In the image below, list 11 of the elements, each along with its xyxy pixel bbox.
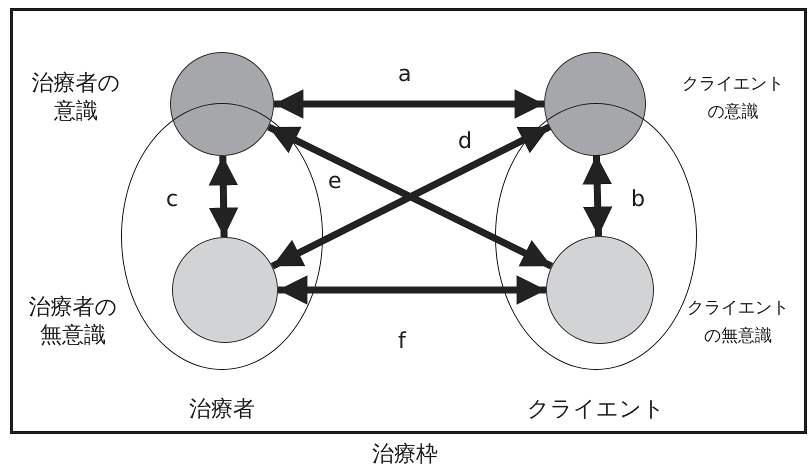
node-label: 治療者 [188,396,256,424]
node-label: クライエント [526,396,666,424]
node-label: 治療者の意識 [30,70,122,126]
node-label: 治療者の無意識 [28,294,118,350]
node-label: クライエントの無意識 [686,297,790,348]
double-arrow [208,156,238,238]
node-label: 治療枠 [371,441,439,466]
double-arrow [278,275,546,305]
node-label: クライエントの意識 [681,73,785,124]
double-arrow [582,154,612,236]
double-arrow [274,89,544,119]
